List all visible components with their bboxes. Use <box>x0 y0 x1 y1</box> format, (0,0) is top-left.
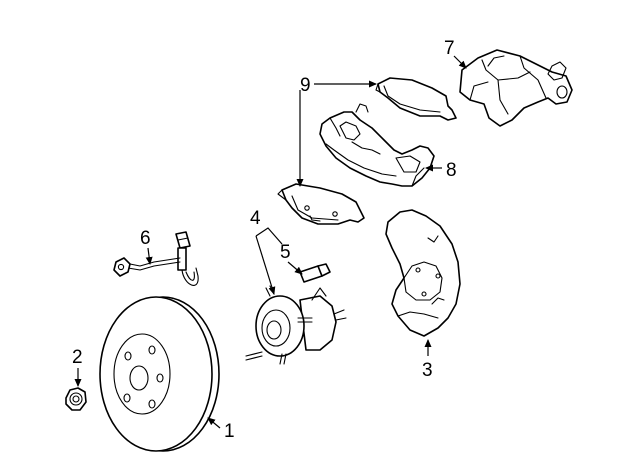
lower-brake-pad <box>277 183 365 225</box>
caliper <box>459 49 573 127</box>
callout-5: 5 <box>280 242 291 263</box>
callout-6: 6 <box>140 228 151 249</box>
hub-bearing <box>245 285 347 365</box>
brake-rotor <box>99 296 220 452</box>
upper-brake-pad <box>375 77 457 121</box>
callout-1: 1 <box>224 421 235 442</box>
leader-lines <box>74 55 467 429</box>
bolt <box>299 263 331 283</box>
flange-nut <box>65 387 87 411</box>
splash-shield <box>385 209 461 337</box>
callout-4: 4 <box>250 208 261 229</box>
caliper-bracket <box>319 103 435 187</box>
callout-labels: 1 2 3 4 5 6 7 8 9 <box>72 38 457 442</box>
brake-hose <box>113 231 199 286</box>
callout-9: 9 <box>300 75 311 96</box>
callout-7: 7 <box>444 38 455 59</box>
callout-2: 2 <box>72 347 83 368</box>
callout-3: 3 <box>422 360 433 381</box>
callout-8: 8 <box>446 160 457 181</box>
